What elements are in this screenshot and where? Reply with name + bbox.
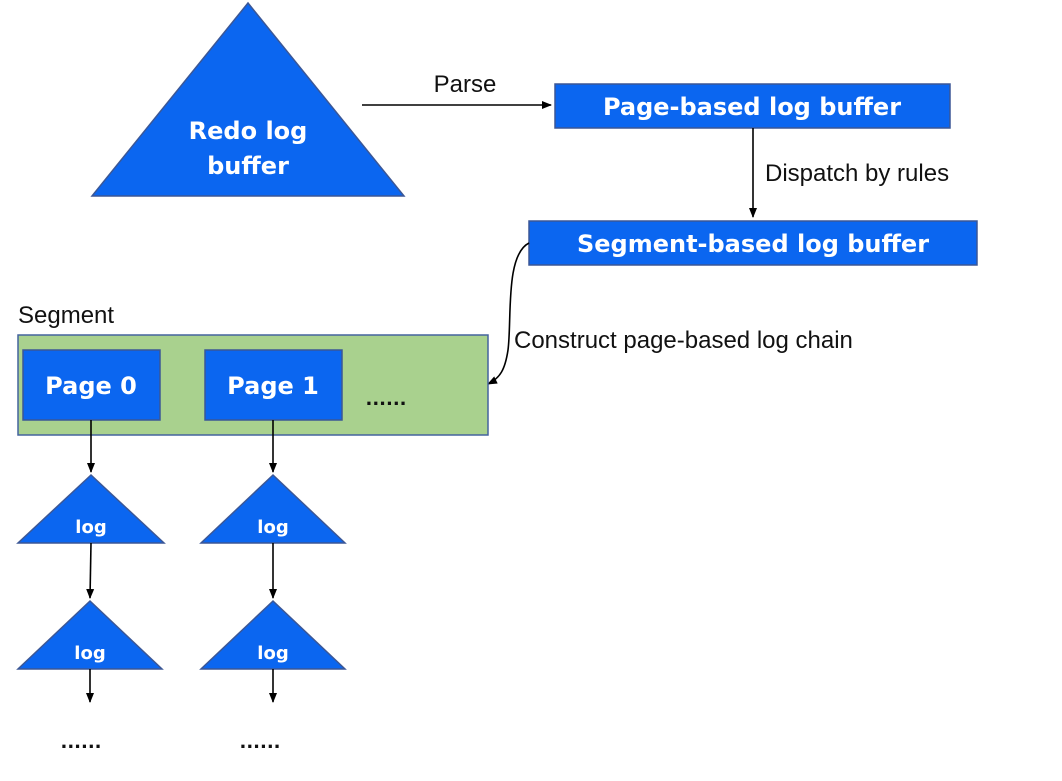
log-label: log [257,643,288,664]
segment-title: Segment [18,302,114,329]
redo-log-label-line2: buffer [207,152,289,180]
redo-log-buffer-node: Redo log buffer [90,1,406,197]
chain-0-log-2: log [16,599,164,670]
chain-1-log-1: log [199,473,347,544]
page-based-log-buffer-label: Page-based log buffer [603,93,901,121]
segment-ellipsis: ...... [365,389,406,410]
page-0-node: Page 0 [22,349,161,421]
redo-log-label-line1: Redo log [189,117,308,145]
parse-label: Parse [434,71,497,98]
segment-based-log-buffer-label: Segment-based log buffer [577,230,929,258]
chain-0-arrow-2 [86,542,95,599]
construct-label: Construct page-based log chain [514,327,853,354]
chain-0-ellipsis: ...... [60,732,101,753]
page-0-box [22,349,161,421]
page-based-log-buffer-node: Page-based log buffer [554,83,951,129]
log-label: log [257,517,288,538]
page-1-node: Page 1 [204,349,343,421]
dispatch-label: Dispatch by rules [765,160,949,187]
chain-1-log-2: log [199,599,347,670]
segment-based-log-buffer-node: Segment-based log buffer [528,220,978,266]
chain-0-log-1: log [16,473,166,544]
page-0-label: Page 0 [45,372,137,400]
page-based-log-buffer-box [554,83,951,129]
segment-based-log-buffer-box [528,220,978,266]
chain-1-ellipsis: ...... [239,732,280,753]
page-1-label: Page 1 [227,372,319,400]
redo-log-triangle-shape [90,1,406,197]
construct-arrow [487,242,530,385]
log-label: log [75,517,106,538]
log-label: log [74,643,105,664]
page-1-box [204,349,343,421]
